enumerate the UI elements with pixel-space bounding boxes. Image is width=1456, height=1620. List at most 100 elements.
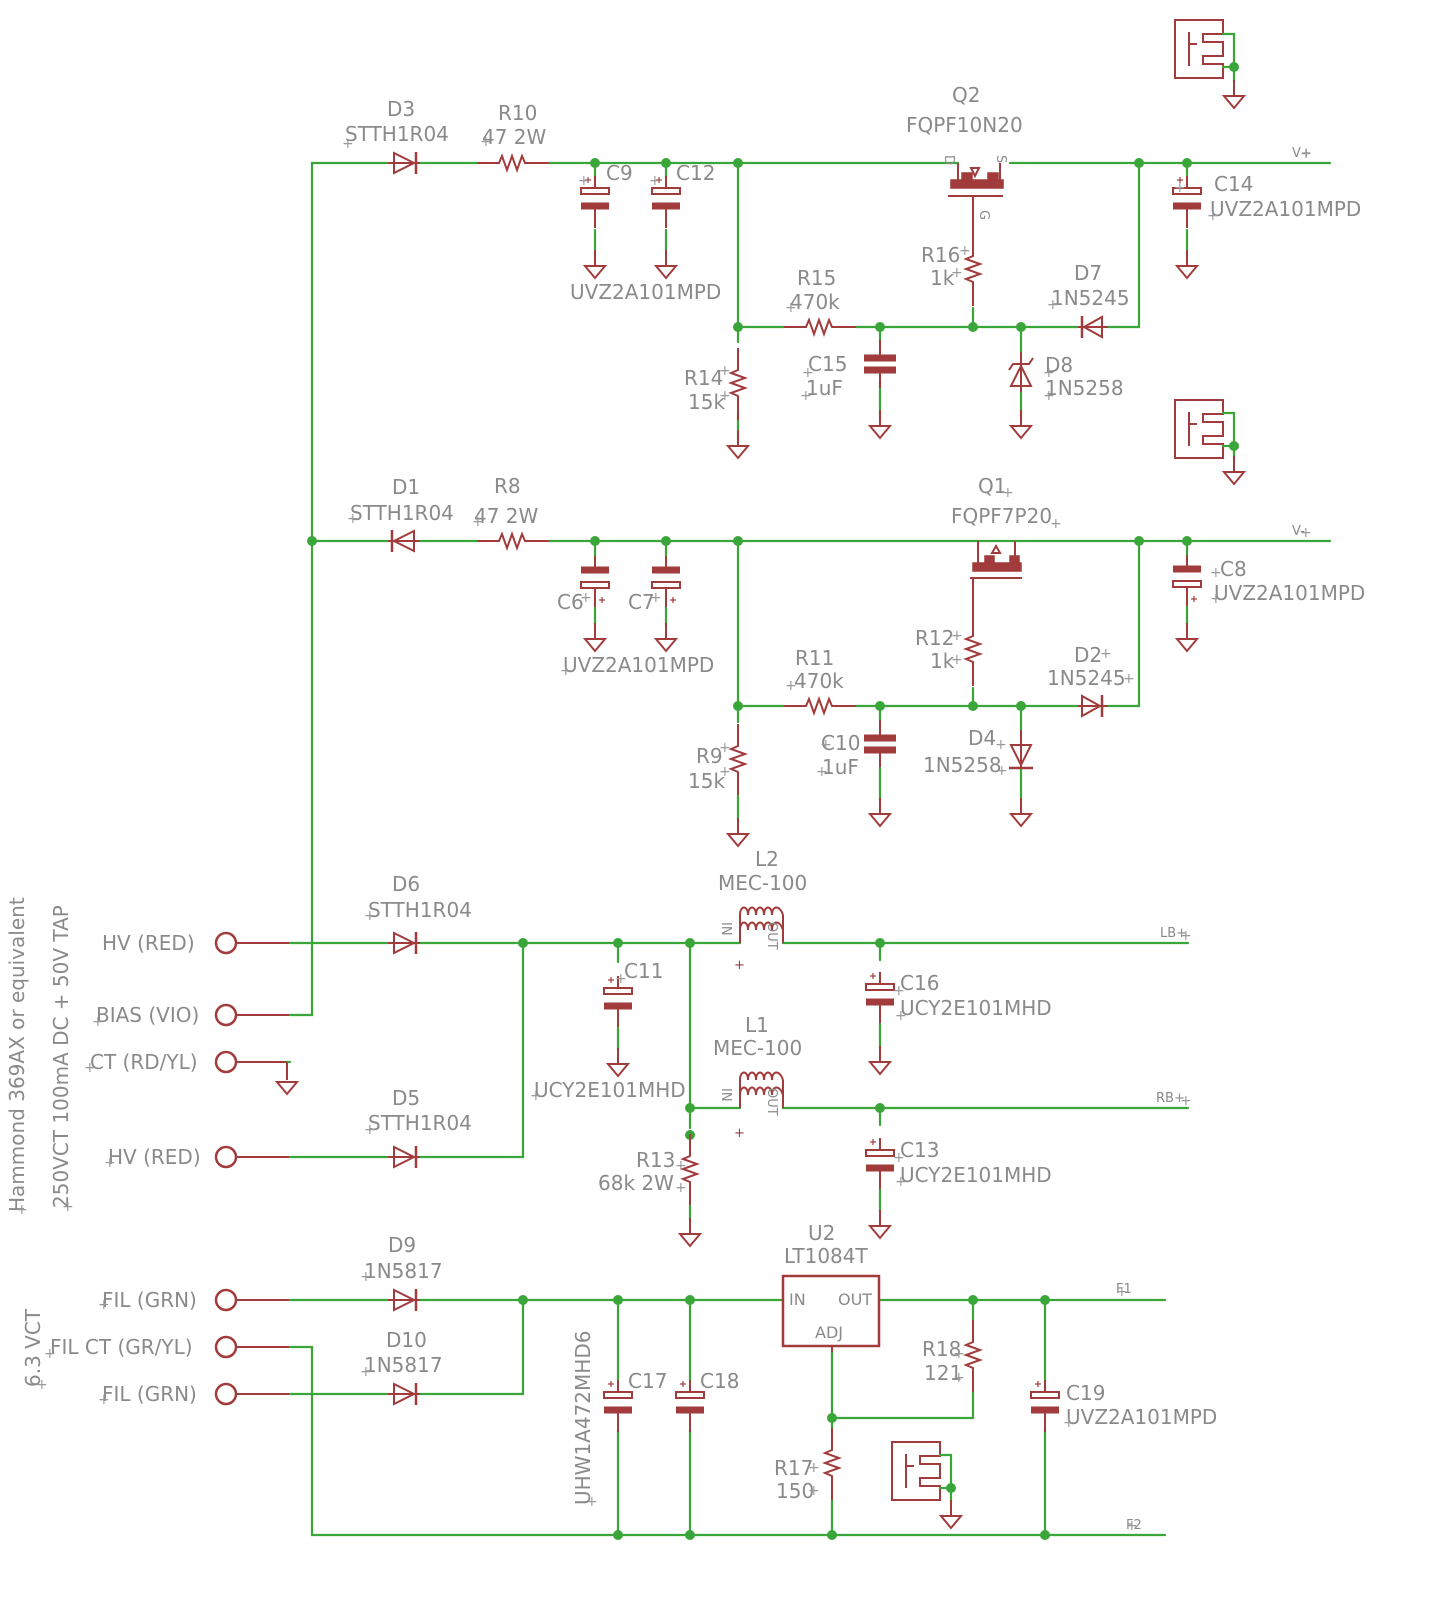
d4-value: 1N5258 [923, 753, 1002, 777]
heatsink-u2 [891, 1441, 962, 1529]
svg-text:+: + [802, 365, 814, 381]
d2-ref: D2 [1074, 643, 1102, 667]
svg-text:+: + [1100, 646, 1112, 662]
q2-ref: Q2 [952, 83, 980, 107]
c17-ref: C17 [628, 1369, 667, 1393]
r11-ref: R11 [795, 646, 834, 670]
u2-pin-adj: ADJ [815, 1323, 843, 1342]
resistor-r9: R9 15k [688, 723, 746, 822]
ground-symbols-second [584, 606, 1198, 847]
connector-fil2: FIL (GRN) [102, 1382, 290, 1406]
diode-d10: D10 1N5817 [364, 1328, 443, 1407]
pin-label-hv2: HV (RED) [108, 1145, 201, 1169]
l2-pin-out: OUT [764, 922, 779, 950]
d9-ref: D9 [388, 1233, 416, 1257]
zener-d4: D4 1N5258 [923, 726, 1033, 802]
net-rbplus: RB+ [1156, 1091, 1185, 1106]
svg-text:+: + [959, 243, 971, 259]
svg-text:+: + [364, 908, 376, 924]
transformer-labels: Hammond 369AX or equivalent 250VCT 100mA… [5, 897, 73, 1387]
resistor-r13: R13 68k 2W [598, 1133, 701, 1247]
c11-value: UCY2E101MHD [534, 1078, 686, 1102]
capacitor-c8: C8 UVZ2A101MPD [1173, 555, 1365, 627]
diode-d6: D6 STTH1R04 [368, 872, 472, 956]
junctions [307, 62, 1239, 1540]
svg-text:+: + [1043, 388, 1055, 404]
c6-c7-value: UVZ2A101MPD [563, 653, 714, 677]
r12-value: 1k [930, 649, 955, 673]
capacitor-c14: C14 UVZ2A101MPD [1173, 172, 1361, 228]
capacitor-c9: C9 [581, 161, 633, 228]
c14-value: UVZ2A101MPD [1210, 197, 1361, 221]
r12-ref: R12 [915, 626, 954, 650]
svg-text:+: + [98, 1392, 110, 1408]
svg-text:+: + [347, 511, 359, 527]
diode-d7: D7 1N5245 [1051, 261, 1130, 339]
c8-ref: C8 [1220, 557, 1247, 581]
diode-d1: D1 STTH1R04 [350, 475, 454, 553]
capacitor-c15: C15 1uF [806, 340, 896, 400]
resistor-r18: R18 121 [922, 1319, 981, 1393]
c15-ref: C15 [808, 352, 847, 376]
d6-ref: D6 [392, 872, 420, 896]
l2-value: MEC-100 [718, 871, 807, 895]
svg-text:+: + [800, 388, 812, 404]
svg-text:+: + [580, 590, 592, 606]
d4-ref: D4 [968, 726, 996, 750]
svg-text:+: + [92, 1014, 104, 1030]
diode-d2: D2 1N5245 [1047, 643, 1126, 718]
c16-ref: C16 [900, 971, 939, 995]
svg-text:+: + [734, 958, 745, 973]
d8-ref: D8 [1045, 353, 1073, 377]
r18-ref: R18 [922, 1337, 961, 1361]
capacitor-c13: C13 UCY2E101MHD [866, 1138, 1052, 1239]
svg-text:+: + [675, 1180, 687, 1196]
svg-text:+: + [530, 1088, 542, 1104]
capacitor-c11: C11 UCY2E101MHD [534, 959, 686, 1102]
d5-value: STTH1R04 [368, 1111, 472, 1135]
svg-text:+: + [84, 1060, 96, 1076]
r9-ref: R9 [696, 744, 723, 768]
resistor-r11: R11 470k [783, 646, 857, 714]
svg-text:+: + [1174, 180, 1186, 196]
connector-fil1: FIL (GRN) [102, 1288, 290, 1312]
d3-ref: D3 [387, 97, 415, 121]
svg-text:+: + [816, 764, 828, 780]
r13-ref: R13 [636, 1148, 675, 1172]
svg-text:+: + [578, 173, 590, 189]
r8-ref: R8 [494, 474, 521, 498]
svg-text:+: + [480, 134, 492, 150]
l1-ref: L1 [745, 1013, 769, 1037]
capacitor-c10: C10 1uF [821, 720, 896, 802]
svg-text:+: + [104, 1155, 116, 1171]
svg-text:+: + [996, 763, 1008, 779]
q2-pin-g: G [976, 210, 991, 220]
c8-value: UVZ2A101MPD [1214, 581, 1365, 605]
svg-text:+: + [98, 1297, 110, 1313]
svg-text:+: + [615, 971, 627, 987]
l1-pin-in: IN [718, 1088, 733, 1102]
r14-ref: R14 [684, 366, 723, 390]
filament-title: 6.3 VCT [21, 1308, 45, 1387]
r15-ref: R15 [797, 266, 836, 290]
resistor-r8: R8 47 2W [474, 474, 550, 549]
u2-pin-out: OUT [838, 1290, 872, 1309]
transformer-title: Hammond 369AX or equivalent [5, 897, 29, 1212]
wires [285, 161, 1332, 1537]
svg-text:+: + [1180, 1093, 1192, 1109]
c14-ref: C14 [1214, 172, 1253, 196]
capacitor-c12: C12 [652, 161, 715, 228]
svg-text:+: + [719, 363, 731, 379]
capacitor-c7: C7 [628, 556, 680, 614]
svg-text:+: + [953, 1346, 965, 1362]
c6-ref: C6 [557, 590, 584, 614]
svg-text:+: + [675, 1158, 687, 1174]
regulator-u2: U2 LT1084T IN OUT ADJ [781, 1221, 881, 1352]
inductor-l2: + L2 MEC-100 IN OUT [718, 847, 807, 973]
c13-ref: C13 [900, 1138, 939, 1162]
c9-c12-value: UVZ2A101MPD [570, 280, 721, 304]
svg-text:+: + [586, 1494, 598, 1510]
net-f2: F2 [1126, 1518, 1142, 1533]
capacitor-c6: C6 [557, 556, 609, 614]
